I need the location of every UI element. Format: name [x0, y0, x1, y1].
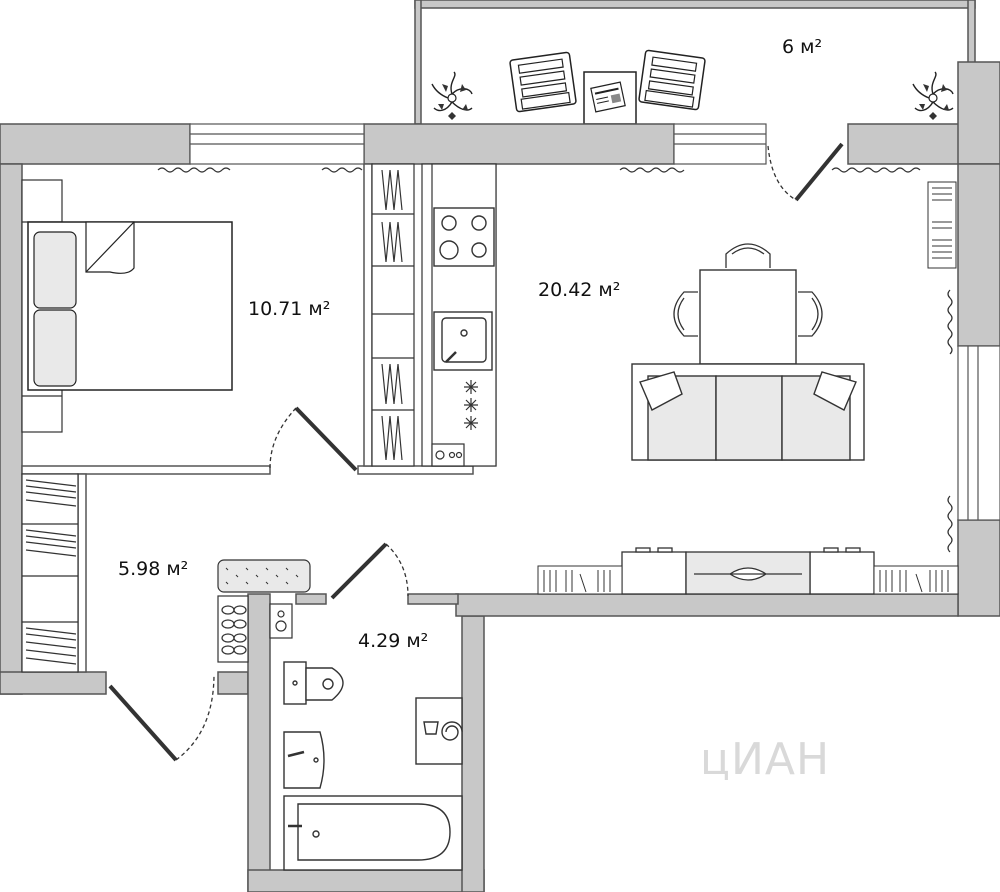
bedroom-area-label: 10.71 м²: [248, 298, 331, 320]
kitchen-living-area-label: 20.42 м²: [538, 279, 621, 301]
bookshelf-icon: [537, 565, 959, 595]
bed-icon: [27, 221, 233, 391]
washbasin-icon: [283, 731, 325, 789]
shoe-rack-icon: [217, 595, 249, 663]
dining-table-icon: [699, 269, 797, 365]
balcony: [414, 0, 976, 125]
plant-icon: [912, 71, 954, 121]
bathroom-area-label: 4.29 м²: [358, 630, 429, 652]
chair-icon: [673, 243, 823, 337]
sink-icon: [433, 311, 493, 371]
oven-icon: [431, 443, 465, 467]
tv-stand-icon: [621, 547, 875, 595]
radiator-icon: [157, 167, 953, 553]
hallway-area-label: 5.98 м²: [118, 558, 189, 580]
plant-icon: [431, 71, 473, 121]
wardrobe-icon: [371, 163, 415, 467]
stove-icon: [433, 207, 495, 267]
bathtub-icon: [283, 795, 463, 871]
walls: [0, 61, 1000, 892]
toilet-icon: [283, 661, 344, 705]
boiler-icon: [269, 603, 293, 639]
deck-chair-icon: [508, 51, 578, 113]
windows: [189, 123, 1000, 521]
hallway-mat: [217, 559, 311, 593]
wardrobe-icon: [21, 473, 79, 673]
washing-machine-icon: [415, 697, 463, 765]
newspaper-icon: [583, 71, 637, 125]
watermark-logo: цИАН: [700, 734, 831, 785]
deck-chair-icon: [637, 49, 707, 111]
cooktop-burner-icon: [464, 380, 478, 430]
door-swing-icon: [108, 142, 844, 762]
sofa-icon: [631, 363, 865, 461]
bookshelf-icon: [927, 181, 957, 269]
balcony-area-label: 6 м²: [782, 36, 823, 58]
